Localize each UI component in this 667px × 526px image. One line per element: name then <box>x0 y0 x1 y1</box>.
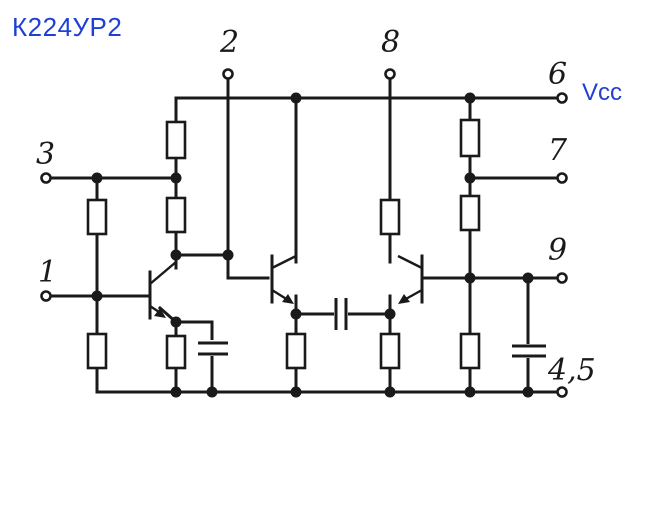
transistor-t3 <box>397 254 424 304</box>
resistor-r8 <box>379 332 401 370</box>
pin-label-6: 6 <box>548 57 567 92</box>
terminals <box>40 68 568 398</box>
pin-labels: 2 8 3 1 6 7 9 4,5 Vcc <box>36 25 622 388</box>
pin-label-3: 3 <box>36 137 55 172</box>
resistor-r3 <box>86 198 108 236</box>
resistor-r10 <box>459 194 481 232</box>
chip-title: К224УР2 <box>12 12 123 42</box>
resistor-r7 <box>379 198 401 236</box>
resistor-r4 <box>86 332 108 370</box>
terminal-2 <box>222 68 234 80</box>
pin-label-7: 7 <box>548 133 568 168</box>
resistor-r2 <box>165 196 187 234</box>
transistor-t1 <box>148 261 177 320</box>
t1-emitter-cap-wire <box>174 320 214 394</box>
capacitor-c2 <box>334 298 348 330</box>
resistors <box>86 118 481 370</box>
terminal-45 <box>556 386 568 398</box>
capacitor-c1 <box>198 340 228 356</box>
resistor-r1 <box>165 120 187 160</box>
pin-label-8: 8 <box>381 25 400 60</box>
capacitor-c3 <box>512 344 546 358</box>
terminal-8 <box>384 68 396 80</box>
resistor-r9 <box>459 118 481 158</box>
vcc-label: Vcc <box>582 79 622 106</box>
pin-label-9: 9 <box>548 233 567 268</box>
pin2-wire <box>226 76 270 280</box>
pin-label-1: 1 <box>38 255 57 290</box>
terminal-1 <box>40 290 52 302</box>
pin-label-45: 4,5 <box>547 353 596 388</box>
resistor-r5 <box>165 334 187 370</box>
terminal-3 <box>40 172 52 184</box>
terminal-9 <box>556 272 568 284</box>
resistor-r6 <box>285 332 307 370</box>
terminal-7 <box>556 172 568 184</box>
pin-label-2: 2 <box>219 25 239 60</box>
transistor-t2 <box>270 254 297 304</box>
junctions <box>91 92 534 398</box>
terminal-6 <box>556 92 568 104</box>
resistor-r11 <box>459 332 481 370</box>
